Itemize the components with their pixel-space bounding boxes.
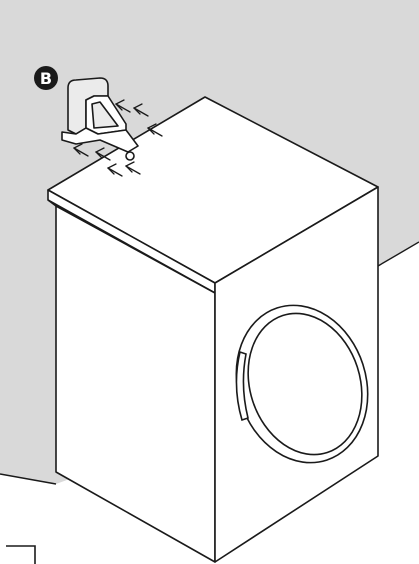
machine-top-bevel [47, 199, 57, 207]
arrow-3-shaft [147, 127, 163, 137]
arrow-7-shaft [125, 165, 141, 175]
door-inner-ring [247, 312, 363, 456]
push-direction-arrows-icon [72, 99, 163, 177]
callout-badge-circle [34, 66, 58, 90]
arrow-2-shaft [133, 107, 149, 117]
wall-bracket-icon [61, 77, 139, 161]
arrow-1-shaft [115, 103, 131, 113]
bracket-gusset-fill [91, 101, 119, 129]
bracket-screw [125, 151, 135, 161]
wall-corner-line [377, 241, 419, 267]
arrow-4-shaft [73, 147, 89, 157]
floor-corner-marker [6, 545, 36, 564]
arrow-6-shaft [107, 167, 123, 177]
bracket-foot [61, 127, 139, 153]
machine-door [235, 304, 369, 464]
floor-edge-line [0, 473, 57, 485]
arrow-5-shaft [95, 151, 111, 161]
callout-label: B [40, 69, 52, 88]
door-handle [235, 350, 249, 422]
callout-badge: B [34, 66, 58, 90]
